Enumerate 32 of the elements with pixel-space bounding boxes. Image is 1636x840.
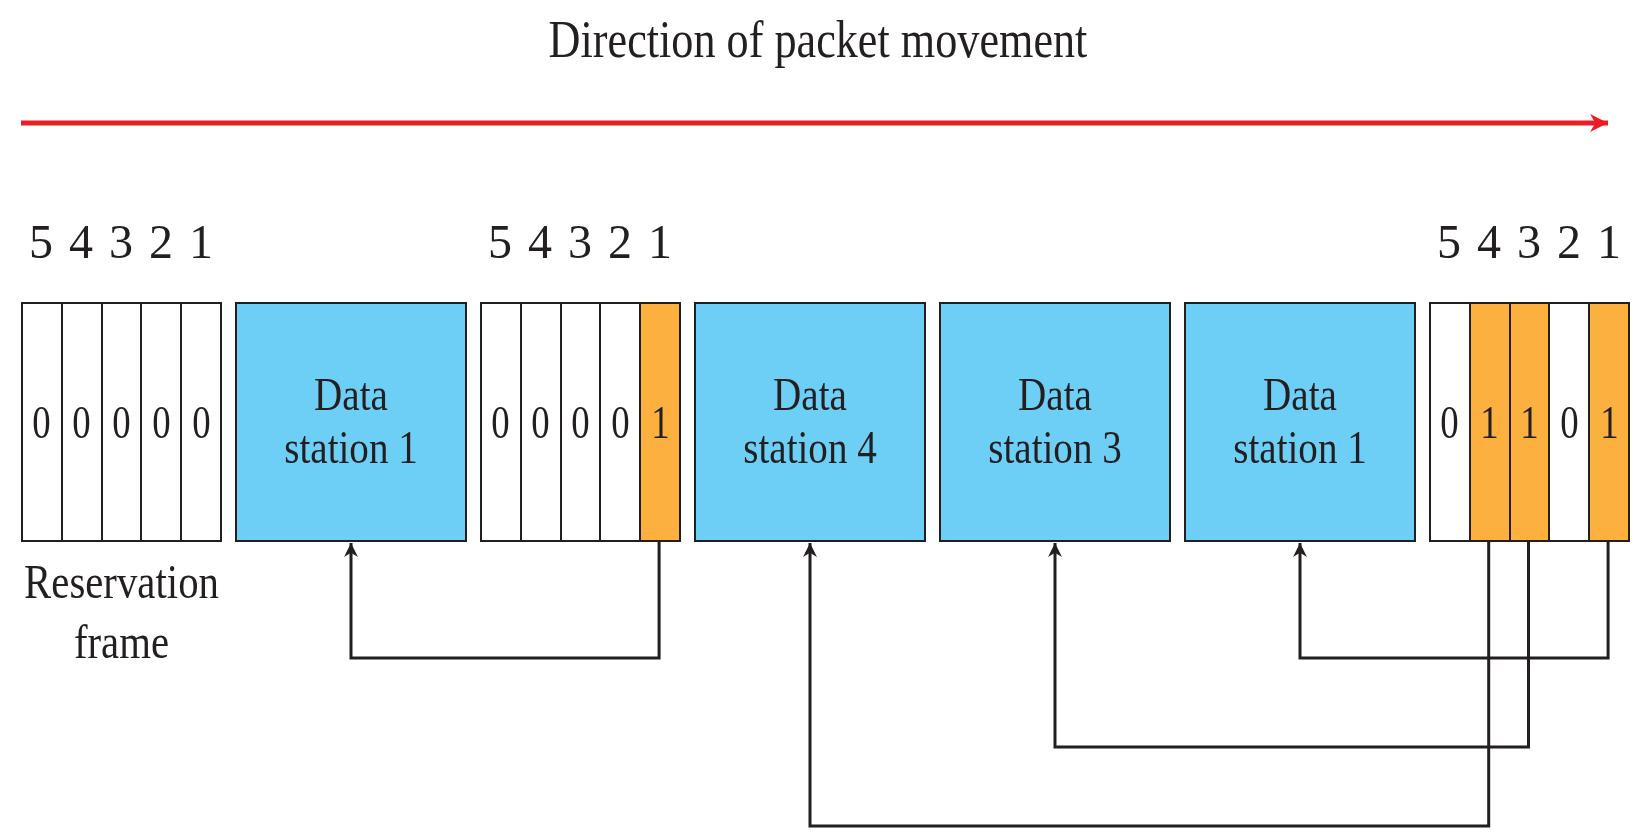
- slot-number: 3: [1516, 214, 1542, 269]
- slot-number: 2: [607, 214, 633, 269]
- arrow: [1293, 540, 1610, 660]
- slot-number: 1: [1596, 214, 1622, 269]
- reservation-slot: 1: [1588, 304, 1628, 540]
- slot-number: 5: [28, 214, 54, 269]
- slot-number: 2: [148, 214, 174, 269]
- slot-number: 5: [1436, 214, 1462, 269]
- data-packet-box: Data station 3: [939, 302, 1171, 542]
- arrow: [803, 540, 1491, 828]
- slot-number: 4: [527, 214, 553, 269]
- slot-number: 1: [647, 214, 673, 269]
- slot-number: 2: [1556, 214, 1582, 269]
- slot-number: 4: [68, 214, 94, 269]
- slot-number: 1: [188, 214, 214, 269]
- slot-number: 3: [567, 214, 593, 269]
- reservation-slot: 1: [639, 304, 679, 540]
- reservation-frame: [480, 302, 681, 542]
- title: Direction of packet movement: [547, 10, 1089, 69]
- data-packet-box: Data station 4: [694, 302, 926, 542]
- reservation-slot: 1: [1508, 304, 1549, 540]
- slot-number: 3: [108, 214, 134, 269]
- slot-number: 4: [1476, 214, 1502, 269]
- data-packet-box: Data station 1: [235, 302, 467, 542]
- data-packet-box: Data station 1: [1184, 302, 1416, 542]
- arrow: [344, 540, 661, 660]
- arrow: [1048, 540, 1530, 749]
- reservation-frame: [21, 302, 222, 542]
- slot-number: 5: [487, 214, 513, 269]
- reservation-slot: 1: [1468, 304, 1509, 540]
- frame-caption: Reservation frame: [23, 554, 220, 670]
- reservation-frame: [1429, 302, 1630, 542]
